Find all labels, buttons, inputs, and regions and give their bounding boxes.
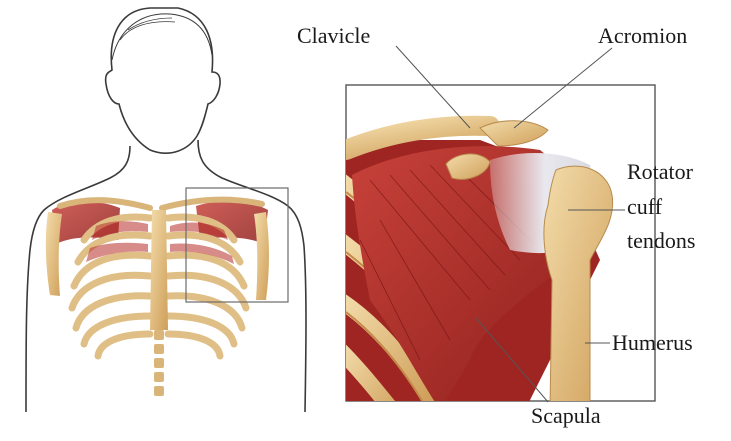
rotator-cuff-label-line3: tendons: [627, 229, 695, 253]
acromion-label: Acromion: [598, 24, 687, 48]
rotator-cuff-label-line1: Rotator: [627, 160, 693, 184]
rotator-cuff-label-line2: cuff: [627, 195, 662, 219]
scapula-label: Scapula: [531, 404, 601, 428]
humerus-label: Humerus: [612, 331, 693, 355]
clavicle-label: Clavicle: [297, 24, 370, 48]
rib-cage: [46, 200, 269, 396]
zoomed-shoulder-panel: [340, 85, 655, 420]
